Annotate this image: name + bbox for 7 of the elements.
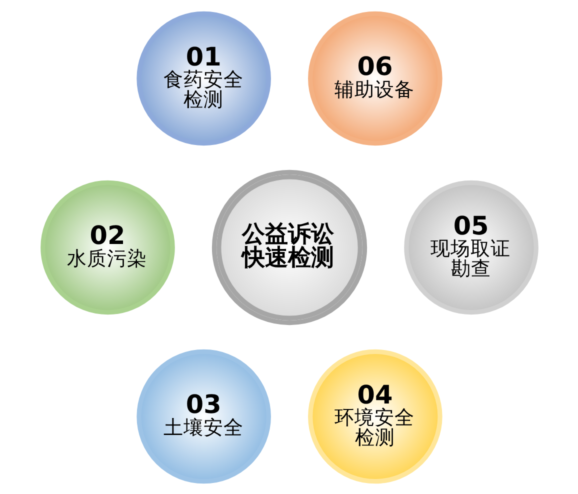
node-circle: 05 现场取证勘查 <box>404 180 538 314</box>
node-circle: 公益诉讼快速检测 <box>211 169 367 325</box>
node-circle: 02 水质污染 <box>40 180 174 314</box>
node-circle: 01 食药安全检测 <box>136 10 270 146</box>
node-circle: 03 土壤安全 <box>136 348 270 484</box>
node-circle: 04 环境安全检测 <box>308 348 442 484</box>
node-circle: 06 辅助设备 <box>308 10 442 146</box>
